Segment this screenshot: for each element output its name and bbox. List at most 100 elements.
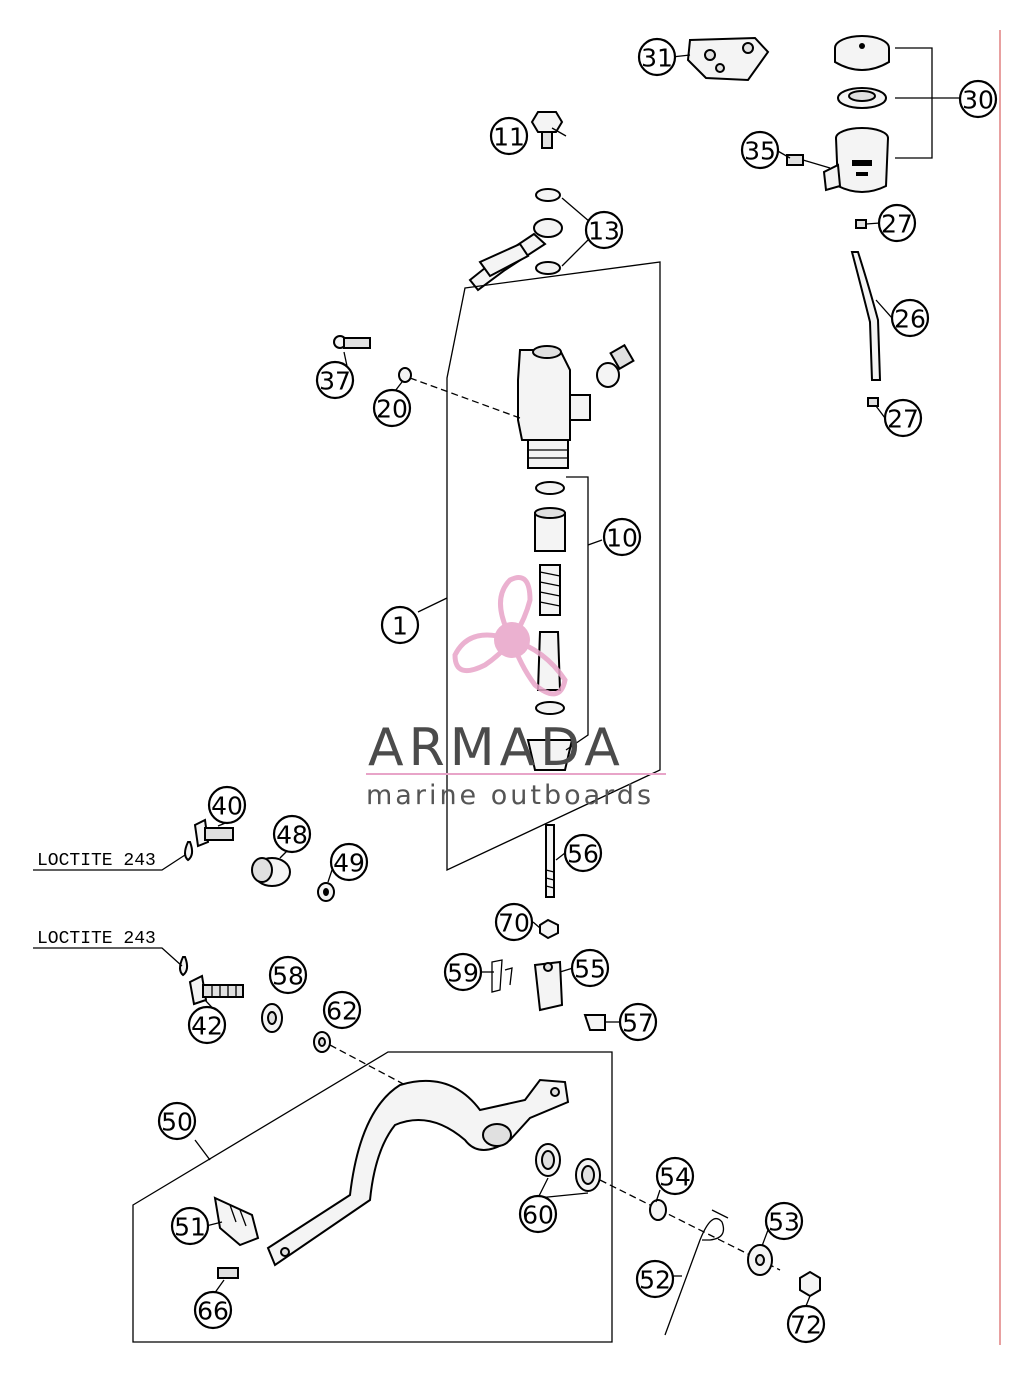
callout-label: 51 bbox=[174, 1213, 206, 1242]
callout-p11: 11 bbox=[489, 116, 529, 156]
callout-label: 37 bbox=[319, 367, 351, 396]
callout-p30: 30 bbox=[958, 79, 998, 119]
callout-label: 59 bbox=[447, 959, 479, 988]
callout-label: 56 bbox=[567, 840, 599, 869]
loctite-note-1: LOCTITE 243 bbox=[33, 851, 186, 871]
safety-clip bbox=[491, 959, 513, 993]
callout-label: 57 bbox=[622, 1009, 654, 1038]
callout-label: 40 bbox=[211, 792, 243, 821]
callout-label: 53 bbox=[768, 1208, 800, 1237]
loctite-note-2: LOCTITE 243 bbox=[33, 929, 183, 967]
callout-label: 30 bbox=[962, 86, 994, 115]
lock-nut bbox=[539, 918, 559, 940]
callout-label: 27 bbox=[881, 210, 913, 239]
svg-text:LOCTITE 243: LOCTITE 243 bbox=[37, 929, 156, 949]
pedal-nut bbox=[799, 1270, 821, 1298]
pedal-washer bbox=[261, 1003, 283, 1033]
callout-p31: 31 bbox=[637, 37, 677, 77]
callout-p27a: 27 bbox=[877, 203, 917, 243]
callout-label: 13 bbox=[588, 217, 620, 246]
svg-text:LOCTITE 243: LOCTITE 243 bbox=[37, 851, 156, 871]
callout-p60: 60 bbox=[518, 1194, 558, 1234]
cylinder-screw bbox=[333, 335, 371, 349]
hose-clamp-upper bbox=[855, 219, 867, 229]
pedal-bearing-1 bbox=[535, 1143, 561, 1177]
callout-label: 10 bbox=[606, 524, 638, 553]
reservoir-seal bbox=[837, 87, 887, 109]
callout-label: 55 bbox=[574, 955, 606, 984]
callout-p66: 66 bbox=[193, 1290, 233, 1330]
watermark-subtitle: marine outboards bbox=[366, 780, 654, 811]
pivot-screw-upper bbox=[193, 818, 234, 848]
callout-p54: 54 bbox=[655, 1156, 695, 1196]
callout-label: 20 bbox=[376, 395, 408, 424]
callout-label: 48 bbox=[276, 821, 308, 850]
callout-p59: 59 bbox=[443, 952, 483, 992]
armada-logo bbox=[452, 575, 568, 697]
callout-p48: 48 bbox=[272, 814, 312, 854]
reservoir-hose bbox=[850, 251, 882, 381]
callout-p13: 13 bbox=[584, 210, 624, 250]
return-spring bbox=[664, 1209, 729, 1336]
reservoir-body bbox=[822, 127, 889, 193]
copper-washer-lower bbox=[535, 261, 561, 275]
callout-p58: 58 bbox=[268, 955, 308, 995]
callout-p52: 52 bbox=[635, 1259, 675, 1299]
clevis-pin bbox=[583, 1014, 606, 1031]
tip-screw bbox=[217, 1267, 239, 1279]
brake-pedal bbox=[266, 1078, 570, 1267]
callout-label: 70 bbox=[498, 909, 530, 938]
callout-label: 54 bbox=[659, 1163, 691, 1192]
callout-p49: 49 bbox=[329, 842, 369, 882]
reservoir-screw bbox=[786, 154, 831, 169]
brake-line-banjo bbox=[468, 218, 563, 292]
cylinder-washer bbox=[398, 367, 412, 383]
callout-label: 50 bbox=[161, 1108, 193, 1137]
callout-p56: 56 bbox=[563, 833, 603, 873]
spring-washer bbox=[649, 1199, 667, 1221]
repair-kit bbox=[526, 481, 574, 771]
watermark-title: ARMADA bbox=[368, 718, 625, 778]
callout-label: 27 bbox=[887, 405, 919, 434]
callout-p40: 40 bbox=[207, 785, 247, 825]
callout-label: 11 bbox=[493, 123, 525, 152]
reservoir-cap bbox=[834, 35, 890, 71]
callout-p50: 50 bbox=[157, 1101, 197, 1141]
callout-label: 49 bbox=[333, 849, 365, 878]
banjo-bolt bbox=[530, 111, 564, 149]
callout-p1: 1 bbox=[380, 605, 420, 645]
pedal-bearing-2 bbox=[575, 1158, 601, 1192]
callout-label: 1 bbox=[392, 612, 408, 641]
spacer-bushing bbox=[251, 857, 291, 887]
callout-p37: 37 bbox=[315, 360, 355, 400]
reservoir-cover-plate bbox=[686, 36, 770, 82]
pedal-spacer bbox=[313, 1031, 331, 1053]
callout-p27b: 27 bbox=[883, 398, 923, 438]
callout-label: 42 bbox=[191, 1012, 223, 1041]
callout-p72: 72 bbox=[786, 1304, 826, 1344]
callout-p70: 70 bbox=[494, 902, 534, 942]
callout-layer: 31 30 11 35 13 27 26 37 20 27 10 1 40 48 56 49 70 58 59 55 6… bbox=[157, 37, 998, 1344]
callout-label: 62 bbox=[326, 997, 358, 1026]
callout-p26: 26 bbox=[890, 298, 930, 338]
pedal-washer-outer bbox=[747, 1244, 773, 1276]
loctite-drop-1 bbox=[184, 841, 194, 862]
callout-p51: 51 bbox=[170, 1206, 210, 1246]
hose-clamp-lower bbox=[867, 397, 879, 407]
callout-p42: 42 bbox=[187, 1005, 227, 1045]
callout-p20: 20 bbox=[372, 388, 412, 428]
callout-label: 66 bbox=[197, 1297, 229, 1326]
callout-p35: 35 bbox=[740, 130, 780, 170]
clevis bbox=[533, 960, 564, 1012]
callout-label: 72 bbox=[790, 1311, 822, 1340]
callout-label: 35 bbox=[744, 137, 776, 166]
callout-p53: 53 bbox=[764, 1201, 804, 1241]
pedal-bolt bbox=[188, 974, 244, 1006]
master-cylinder-body bbox=[517, 345, 591, 469]
hose-fitting bbox=[596, 343, 635, 388]
callout-label: 58 bbox=[272, 962, 304, 991]
copper-washer-upper bbox=[535, 188, 561, 202]
lock-washer bbox=[317, 882, 335, 902]
callout-label: 26 bbox=[894, 305, 926, 334]
